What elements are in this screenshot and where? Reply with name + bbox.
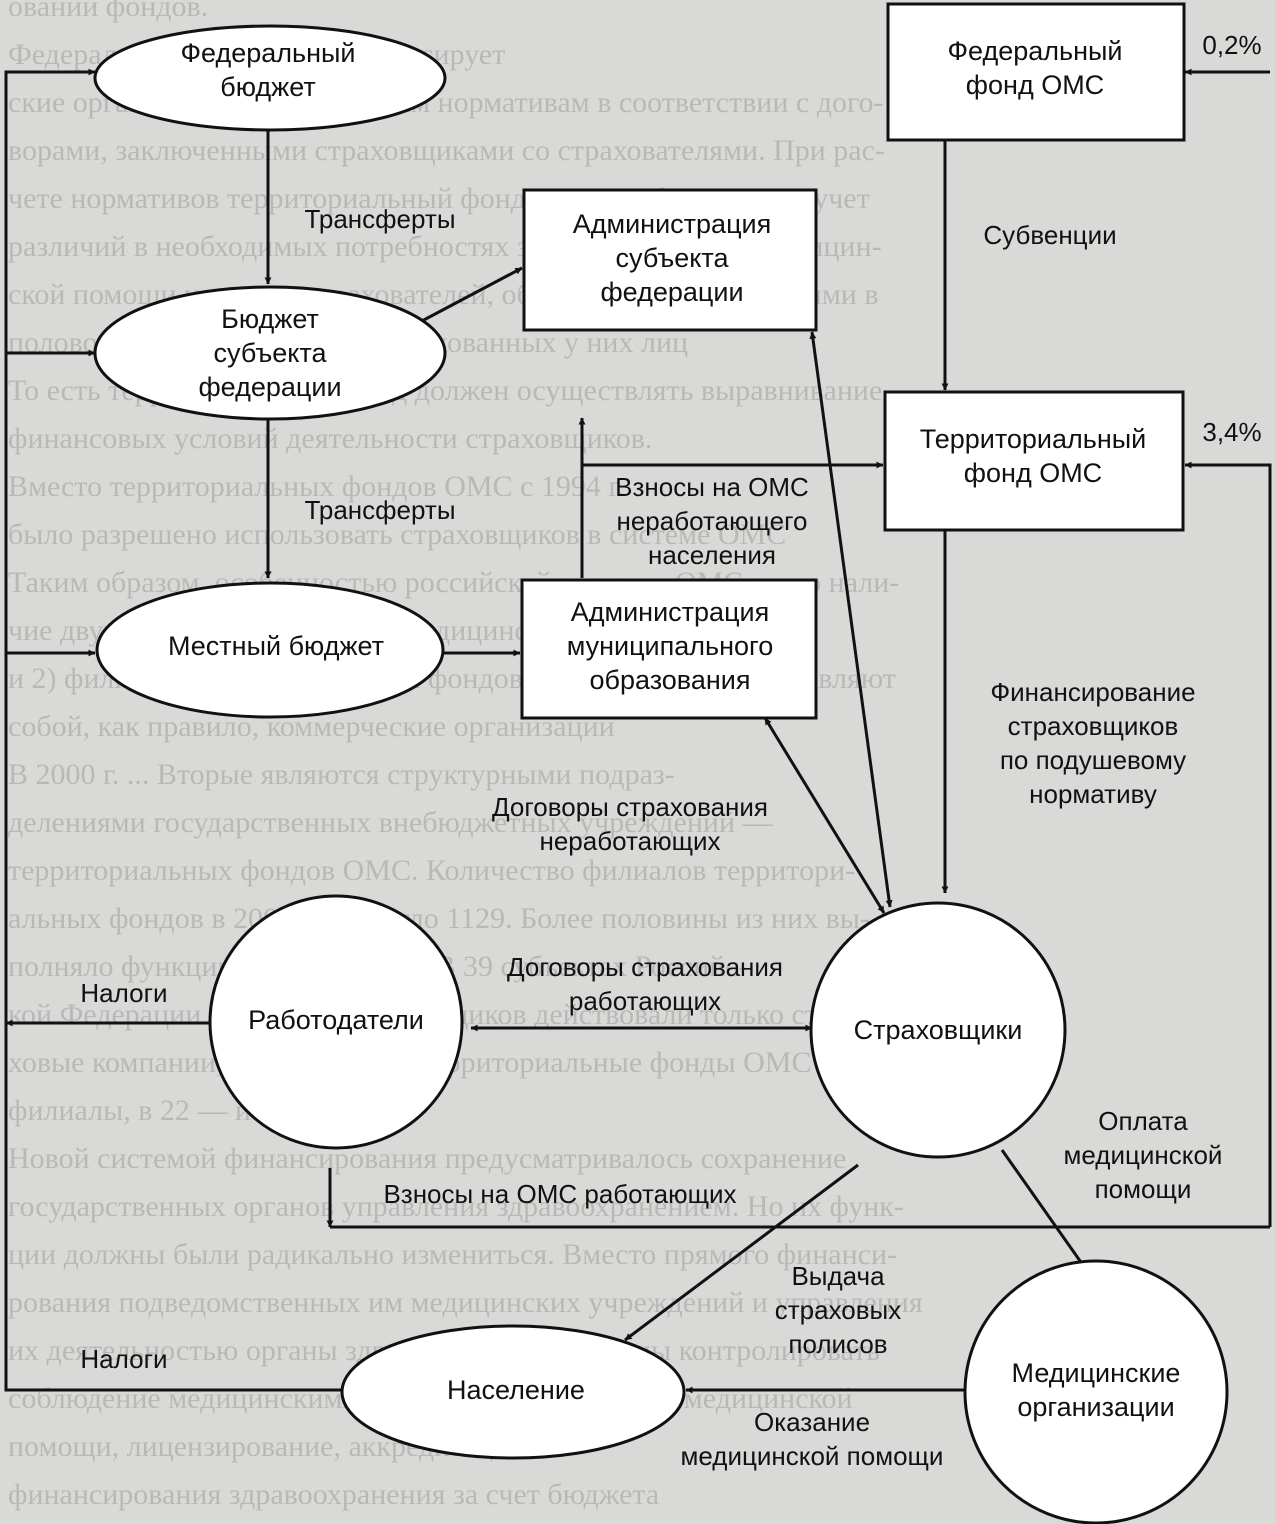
arrow-subject-budget-to-subject-admin bbox=[419, 266, 523, 324]
background-text-line: территориальных фондов ОМС. Количество ф… bbox=[8, 854, 855, 887]
pct-federal-label: 0,2% bbox=[1202, 30, 1261, 60]
taxes-population-label: Налоги bbox=[80, 1344, 167, 1374]
transfers-1-label: Трансферты bbox=[304, 204, 455, 234]
arrow-subject-admin-insurers bbox=[809, 331, 893, 908]
node-federal-fund bbox=[886, 2, 1186, 142]
background-text-line: В 2000 г. ... Вторые являются структурны… bbox=[8, 758, 675, 791]
node-subject-admin bbox=[522, 188, 818, 332]
arrow-municipal-admin-insurers bbox=[763, 717, 886, 914]
node-municipal-admin bbox=[520, 578, 818, 720]
background-text-line: государственных органов управления здрав… bbox=[8, 1190, 904, 1223]
node-employers bbox=[208, 894, 464, 1150]
node-medical-orgs bbox=[963, 1259, 1229, 1524]
arrow-insurers-to-medical bbox=[1000, 1149, 1087, 1269]
arrow-working-contributions bbox=[1184, 461, 1272, 1227]
insurers-label: Страховщики bbox=[854, 1015, 1023, 1045]
node-subject-budget bbox=[93, 285, 447, 421]
arrow-population-taxes bbox=[4, 68, 342, 1392]
pct-territorial-label: 3,4% bbox=[1202, 417, 1261, 447]
background-text-line: ции должны были радикально измениться. В… bbox=[8, 1238, 897, 1271]
subventions-label: Субвенции bbox=[983, 220, 1116, 250]
local-budget-label: Местный бюджет bbox=[168, 631, 384, 661]
nodes bbox=[93, 2, 1229, 1524]
background-text-line: Новой системой финансирования предусматр… bbox=[8, 1142, 846, 1175]
taxes-employers-label: Налоги bbox=[80, 978, 167, 1008]
background-text-line: рования подведомственных им медицинских … bbox=[8, 1286, 923, 1319]
connectors bbox=[4, 68, 1272, 1394]
background-text-line: альных фондов в 2000 г. достигло 1129. Б… bbox=[8, 902, 870, 935]
node-insurers bbox=[809, 901, 1067, 1159]
background-text-line: ворами, заключенными страховщиками со ст… bbox=[8, 134, 885, 167]
arrow-insurers-to-population bbox=[624, 1163, 859, 1342]
background-text-line: было разрешено использовать страховщиков… bbox=[8, 518, 786, 551]
node-local-budget bbox=[95, 581, 445, 719]
background-text-line: финансирования здравоохранения за счет б… bbox=[8, 1478, 659, 1511]
contrib-working-label: Взносы на ОМС работающих bbox=[383, 1179, 736, 1209]
node-population bbox=[340, 1324, 686, 1460]
background-text-line: финансовых условий деятельности страховщ… bbox=[8, 422, 652, 455]
population-label: Население bbox=[447, 1375, 585, 1405]
background-text-line: ований фондов. bbox=[8, 0, 208, 23]
transfers-2-label: Трансферты bbox=[304, 495, 455, 525]
employers-label: Работодатели bbox=[248, 1005, 424, 1035]
node-territorial-fund bbox=[883, 390, 1185, 532]
background-text-line: делениями государственных внебюджетных у… bbox=[8, 806, 774, 839]
node-federal-budget bbox=[93, 24, 447, 132]
background-text-line: Вместо территориальных фондов ОМС с 1994… bbox=[8, 470, 625, 503]
